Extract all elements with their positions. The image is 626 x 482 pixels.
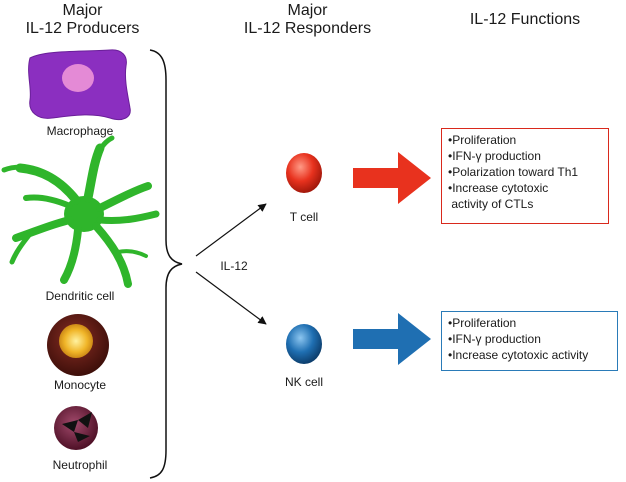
tcell-function-item: •Polarization toward Th1 <box>448 165 579 179</box>
header-producers-line1: Major <box>62 2 103 19</box>
header-producers-line2: IL-12 Producers <box>25 20 140 37</box>
nk-function-arrow <box>353 313 431 365</box>
monocyte-cell-icon <box>47 314 109 376</box>
producers-bracket <box>149 49 183 479</box>
dendritic-cell-label: Dendritic cell <box>45 289 115 303</box>
tcell-function-arrow <box>353 152 431 204</box>
header-functions-text: IL-12 Functions <box>469 11 581 28</box>
tcell-label: T cell <box>289 210 319 224</box>
tcell-function-item: •IFN-γ production <box>448 149 541 163</box>
header-functions: IL-12 Functions <box>440 11 610 29</box>
dendritic-cell-icon <box>1 135 160 288</box>
il12-label: IL-12 <box>220 259 248 273</box>
neutrophil-cell-icon <box>54 406 98 450</box>
il12-arrow-to-nkcell <box>195 271 267 325</box>
nk-function-item: •Increase cytotoxic activity <box>448 348 589 362</box>
tcell-functions-box: •Proliferation •IFN-γ production •Polari… <box>441 128 609 224</box>
tcell-function-item: •Increase cytotoxic <box>448 181 549 195</box>
macrophage-label: Macrophage <box>46 124 114 138</box>
header-responders-line2: IL-12 Responders <box>243 20 372 37</box>
nkcell-label: NK cell <box>284 375 323 389</box>
header-responders: Major IL-12 Responders <box>215 2 400 38</box>
monocyte-label: Monocyte <box>53 378 107 392</box>
tcell-icon <box>286 153 322 193</box>
nk-function-item: •IFN-γ production <box>448 332 541 346</box>
tcell-function-item: activity of CTLs <box>448 197 534 211</box>
header-producers: Major IL-12 Producers <box>0 2 165 38</box>
nk-function-item: •Proliferation <box>448 316 517 330</box>
il12-arrow-to-tcell <box>195 203 267 257</box>
macrophage-cell-icon <box>28 49 131 121</box>
nkcell-icon <box>286 324 322 364</box>
tcell-function-item: •Proliferation <box>448 133 517 147</box>
nk-functions-box: •Proliferation •IFN-γ production •Increa… <box>441 311 618 371</box>
neutrophil-label: Neutrophil <box>52 458 108 472</box>
header-responders-line1: Major <box>287 2 328 19</box>
